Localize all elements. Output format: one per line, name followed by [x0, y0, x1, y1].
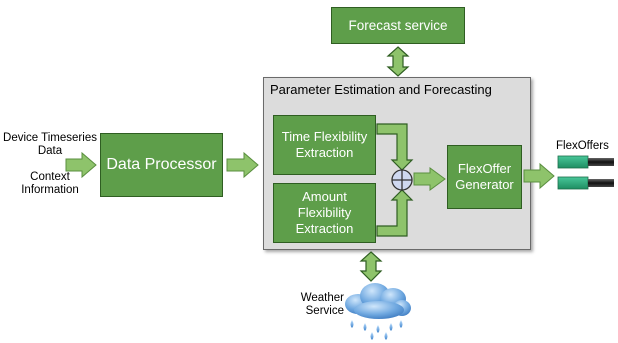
context-information-label: Context Information	[21, 171, 79, 196]
container-title: Parameter Estimation and Forecasting	[270, 82, 492, 97]
amount-flex-combiner-arrow	[376, 189, 414, 237]
time-flex-line-1: Time Flexibility	[281, 129, 368, 144]
weather-service-label: Weather Service	[300, 292, 344, 317]
flexoffer-gen-line-2: Generator	[455, 177, 514, 192]
forecast-double-arrow	[386, 46, 410, 77]
flexoffer-gen-line-1: FlexOffer	[457, 161, 512, 176]
forecast-service-label: Forecast service	[348, 18, 448, 33]
data-processor-box: Data Processor	[100, 133, 223, 197]
flexoffer-icon-1	[557, 155, 614, 169]
time-flex-combiner-arrow	[376, 123, 414, 171]
generator-output-arrow	[523, 162, 555, 190]
data-processor-label: Data Processor	[106, 156, 217, 173]
rain-cloud-icon	[345, 283, 411, 340]
processor-output-arrow	[226, 151, 259, 179]
weather-double-arrow	[359, 251, 383, 282]
input-arrow	[65, 151, 97, 179]
flexoffer-generator-box: FlexOffer Generator	[447, 145, 522, 209]
combiner-plus-icon	[391, 169, 413, 191]
time-flexibility-extraction-box: Time Flexibility Extraction	[273, 115, 376, 175]
flexoffers-label: FlexOffers	[556, 140, 609, 152]
forecast-service-box: Forecast service	[331, 7, 465, 44]
amount-flex-line-3: Extraction	[295, 221, 354, 236]
flexoffer-icon-2	[557, 176, 614, 190]
amount-flex-line-2: Flexibility	[297, 205, 352, 220]
amount-flex-line-1: Amount	[302, 189, 347, 204]
time-flex-line-2: Extraction	[295, 145, 354, 160]
device-timeseries-label: Device Timeseries Data	[3, 132, 97, 157]
amount-flexibility-extraction-box: Amount Flexibility Extraction	[273, 183, 376, 243]
combiner-output-arrow	[413, 167, 446, 191]
